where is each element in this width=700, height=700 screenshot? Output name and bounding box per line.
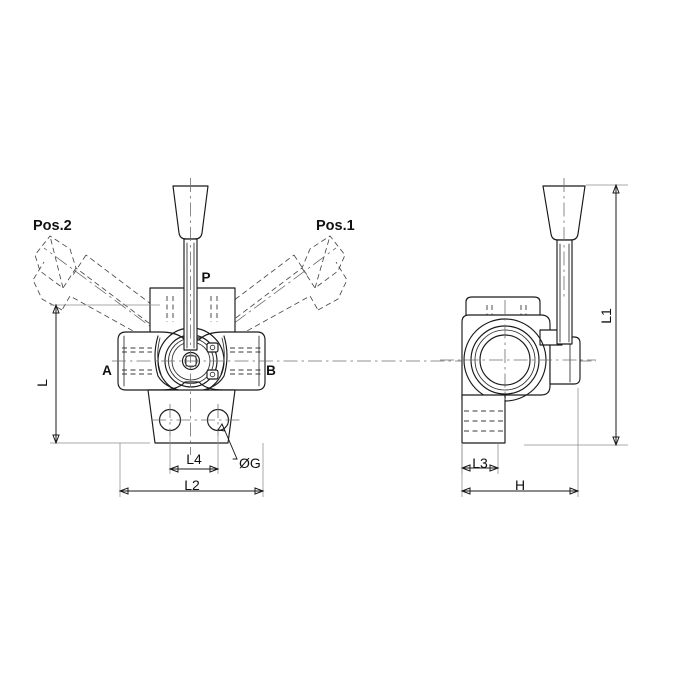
dimension-label-H: H (515, 477, 525, 493)
label-port-a: A (102, 363, 112, 378)
side-view-centerlines (440, 300, 596, 400)
dimension-label-L2: L2 (184, 477, 200, 493)
mounting-base-front (147, 389, 240, 444)
dimension-label-L3: L3 (472, 455, 488, 471)
lever-handle-side (542, 178, 586, 345)
label-pos2: Pos.2 (33, 218, 72, 234)
dimension-label-L4: L4 (186, 451, 202, 467)
dimension-label-L: L (34, 379, 50, 387)
label-pos1: Pos.1 (316, 218, 355, 234)
lever-handle-front (172, 178, 209, 351)
leader-diameter-G: ØG (217, 423, 261, 471)
label-port-p: P (201, 270, 210, 285)
label-port-b: B (266, 363, 276, 378)
dimension-L4: L4 (168, 430, 220, 474)
dimension-L2: L2 (118, 443, 265, 497)
mounting-base-side (461, 394, 506, 444)
dimension-label-L1: L1 (598, 308, 614, 324)
dimension-label-G: ØG (239, 455, 261, 471)
dimension-L: L (34, 303, 160, 445)
dimension-L3: L3 (460, 443, 500, 474)
dimension-H: H (460, 388, 580, 497)
dimension-L1: L1 (524, 183, 628, 447)
side-view-group: L1 L3 H (440, 178, 628, 497)
front-view-group: L L4 ØG (32, 178, 596, 497)
